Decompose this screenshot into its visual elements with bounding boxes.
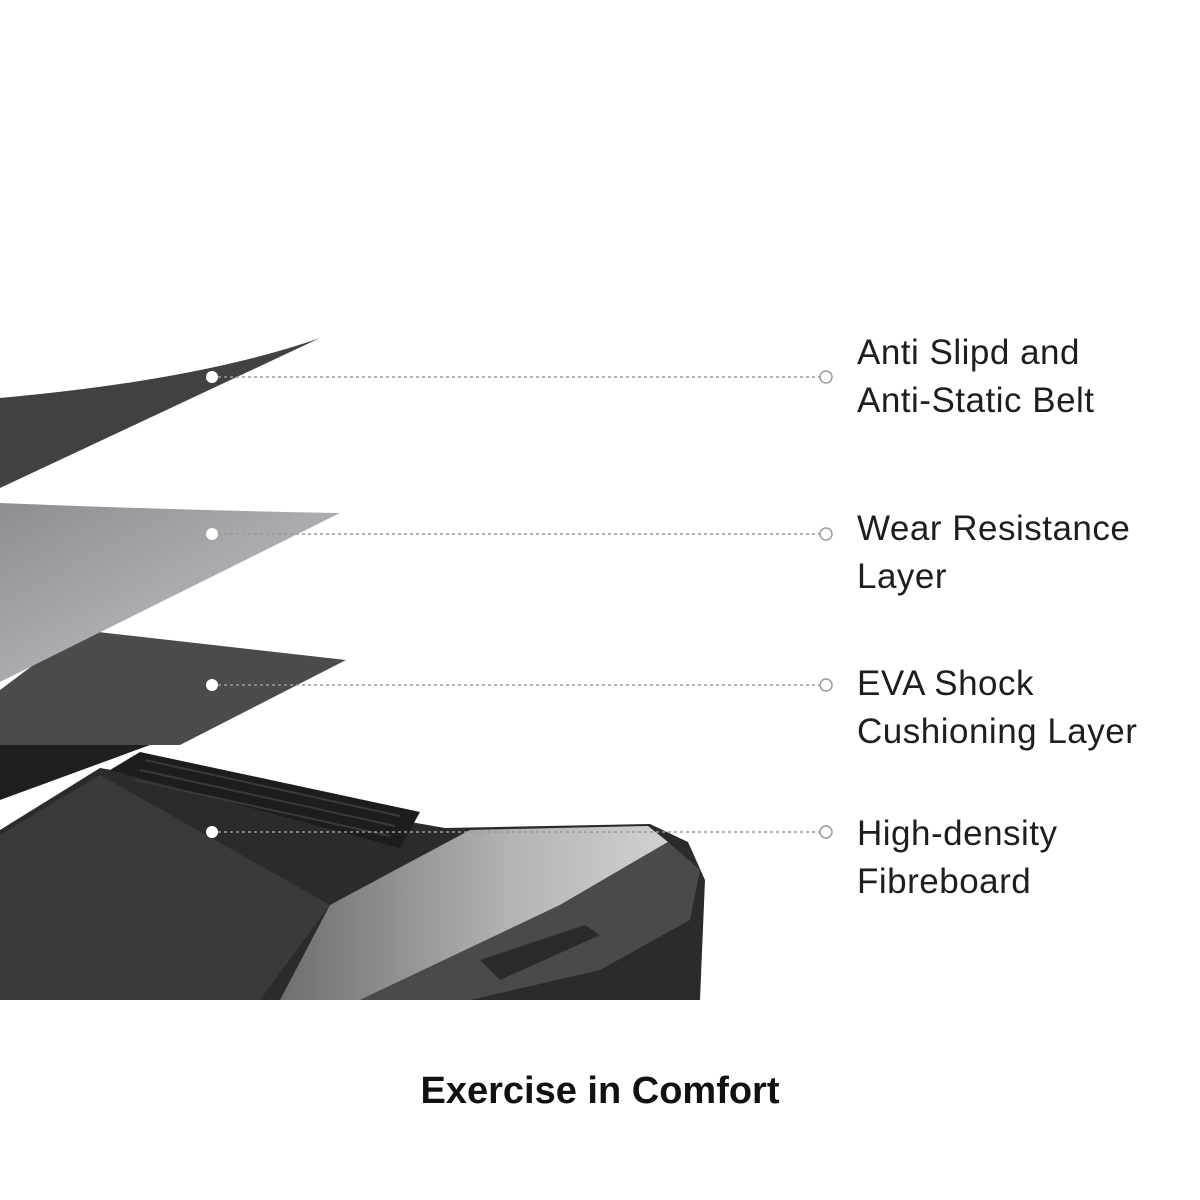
end-circles — [819, 370, 833, 839]
label-line: Anti Slipd and — [857, 333, 1080, 372]
label-line: Anti-Static Belt — [857, 381, 1095, 420]
label-line: Wear Resistance — [857, 509, 1131, 548]
label-wear-resistance-layer: Wear Resistance Layer — [857, 505, 1130, 601]
label-line: Fibreboard — [857, 862, 1032, 901]
caption: Exercise in Comfort — [420, 1070, 780, 1112]
end-circle — [819, 825, 833, 839]
side-cover — [280, 826, 668, 1000]
anchor-dot — [206, 826, 218, 838]
anchor-dot — [206, 528, 218, 540]
anchor-dot — [206, 679, 218, 691]
anti-slip-belt — [0, 338, 320, 488]
label-line: EVA Shock — [857, 664, 1035, 703]
label-line: Cushioning Layer — [857, 712, 1138, 751]
label-line: High-density — [857, 814, 1058, 853]
side-cover-edge — [360, 842, 700, 1000]
end-circle — [819, 370, 833, 384]
label-anti-slip-belt: Anti Slipd and Anti-Static Belt — [857, 329, 1095, 425]
label-eva-layer: EVA Shock Cushioning Layer — [857, 660, 1137, 756]
side-rail — [110, 752, 420, 848]
anchor-dots — [206, 371, 218, 838]
label-line: Layer — [857, 557, 948, 596]
anchor-dot — [206, 371, 218, 383]
fibreboard-surface — [0, 775, 330, 1000]
end-circle — [819, 527, 833, 541]
side-handle — [480, 925, 600, 980]
leader-lines — [218, 376, 820, 833]
wear-resistance-layer — [0, 503, 340, 682]
label-fibreboard: High-density Fibreboard — [857, 810, 1058, 906]
end-circle — [819, 678, 833, 692]
rail-grooves — [134, 759, 401, 837]
eva-layer — [0, 630, 346, 745]
